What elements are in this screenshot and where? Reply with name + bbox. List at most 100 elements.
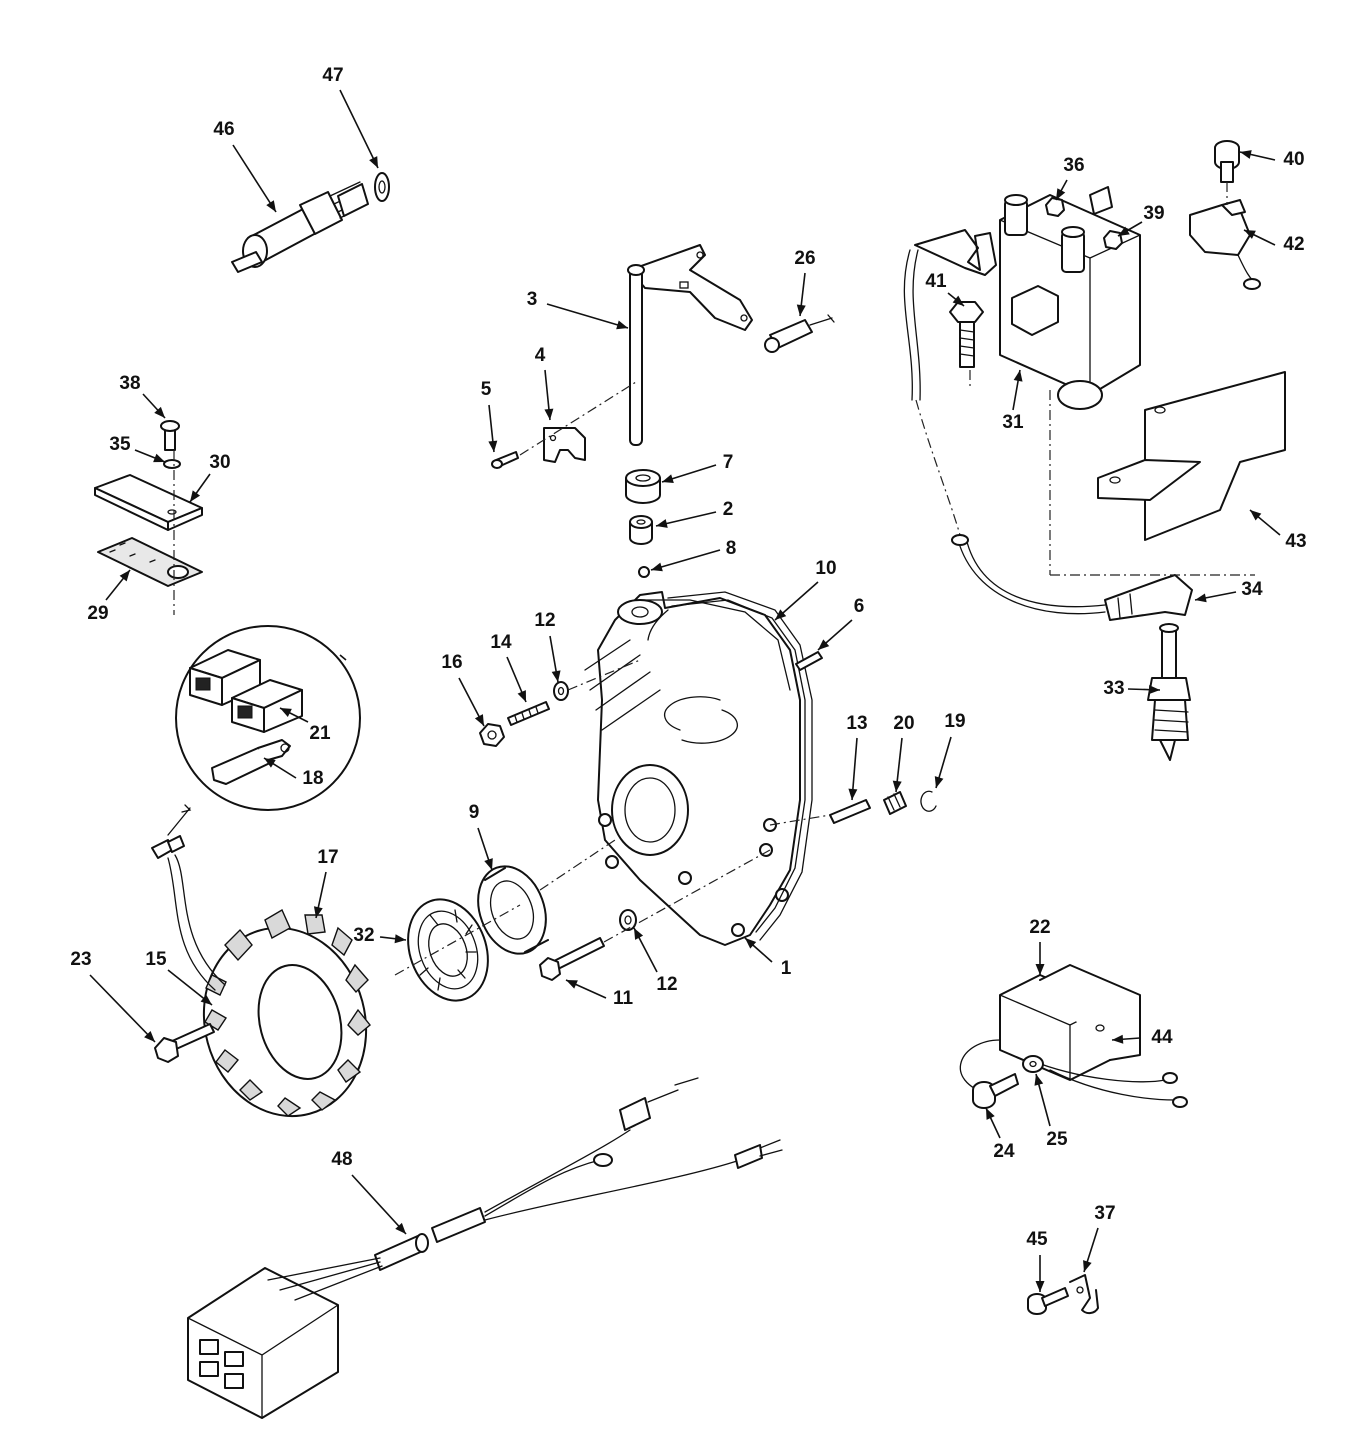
part-43-bracket [1097,371,1286,541]
part-3-shaft-arm [627,244,753,446]
part-35-washer [163,459,181,469]
leader-arrowhead-20 [892,780,902,792]
callout-12-upper: 12 [534,610,555,631]
leader-arrowhead-16 [474,714,484,726]
callout-32: 32 [353,925,374,946]
callout-2: 2 [723,499,734,520]
callout-45: 45 [1026,1229,1048,1250]
callout-9: 9 [469,802,480,823]
callout-33: 33 [1103,678,1124,699]
leader-arrowhead-29 [119,570,130,582]
leader-arrowhead-45 [1035,1281,1045,1292]
part-30-plate [94,474,203,531]
part-47-lock-washer [374,172,390,202]
callout-34: 34 [1241,579,1263,600]
leader-arrowhead-37 [1083,1260,1092,1272]
leader-arrowhead-33 [1148,685,1160,695]
part-22-power-pack [999,964,1141,1081]
leader-arrowhead-38 [154,406,165,418]
leader-8 [650,549,721,571]
callout-31: 31 [1002,412,1024,433]
callout-36: 36 [1063,155,1084,176]
part-37-clamp [1069,1274,1099,1315]
callout-19: 19 [944,711,965,732]
callout-16: 16 [441,652,462,673]
part-25-washer [1022,1055,1044,1073]
callout-10: 10 [815,558,836,579]
leader-arrowhead-6 [818,639,830,650]
leader-arrowhead-25 [1034,1074,1044,1086]
part-34-boot [1104,574,1193,621]
leader-47 [339,89,379,169]
leader-arrowhead-19 [934,776,944,788]
callout-1: 1 [781,958,792,979]
part-36-nut [1045,197,1065,217]
part-45-screw [1027,1287,1069,1315]
leader-arrowhead-1 [745,938,757,949]
callout-42: 42 [1283,234,1304,255]
leader-arrowhead-32 [394,934,406,944]
callout-12-lower: 12 [656,974,677,995]
part-11-bolt [539,937,605,981]
leader-arrowhead-13 [848,788,858,800]
callout-8: 8 [726,538,737,559]
leader-arrowhead-39 [1118,226,1130,236]
callout-17: 17 [317,847,338,868]
part-6-pin [795,651,823,671]
leader-lines [89,89,1281,1292]
part-13-pin [829,799,871,824]
part-5-pin [491,451,519,469]
leader-arrowhead-40 [1240,150,1252,159]
callout-11: 11 [613,988,634,1009]
leader-arrowhead-17 [313,906,323,918]
part-23-screw [154,1023,215,1063]
callout-20: 20 [893,713,914,734]
part-33-spark-plug [1147,623,1191,761]
leader-48 [351,1174,407,1235]
callout-29: 29 [87,603,108,624]
leader-arrowhead-36 [1056,188,1066,200]
leader-arrowhead-30 [190,490,201,502]
leader-arrowhead-23 [144,1030,155,1042]
part-22-wires [959,1039,1188,1108]
leader-arrowhead-48 [395,1222,406,1234]
part-32-bearing [407,898,489,1002]
part-46-sensor [231,181,369,273]
callout-39: 39 [1143,203,1164,224]
leader-arrowhead-47 [369,156,378,168]
detail-circle-21-18 [175,625,361,811]
callout-48: 48 [331,1149,352,1170]
leader-arrowhead-26 [796,304,806,316]
part-26-linkage [764,314,835,353]
part-12b-washer [619,909,637,931]
leader-arrowhead-22 [1035,964,1045,975]
callout-41: 41 [925,271,947,292]
leader-arrowhead-24 [986,1108,995,1120]
part-10-gasket [667,591,813,941]
part-1-cover [584,591,801,946]
leader-arrowhead-3 [616,320,628,330]
part-40-bolt [1214,140,1240,183]
callout-26: 26 [794,248,815,269]
callout-15: 15 [145,949,167,970]
leader-arrowhead-2 [656,519,668,528]
leader-arrowhead-11 [566,980,578,989]
callout-44: 44 [1151,1027,1173,1048]
callout-43: 43 [1285,531,1306,552]
part-7-bushing [625,469,661,504]
leader-arrowhead-46 [266,200,276,212]
leader-arrowhead-41 [952,295,964,306]
callout-14: 14 [490,632,512,653]
leader-arrowhead-4 [544,408,554,420]
leader-arrowhead-44 [1112,1034,1124,1044]
callout-labels: 47 46 40 36 39 42 26 3 41 38 4 5 35 30 3… [70,65,1306,1250]
callout-30: 30 [209,452,230,473]
part-high-tension-lead [903,229,1106,615]
part-38-bolt [160,420,180,451]
leader-arrowhead-18 [264,758,276,768]
callout-38: 38 [119,373,140,394]
leader-3 [546,303,629,329]
leader-arrowhead-14 [517,690,526,702]
leader-arrowhead-8 [651,562,663,572]
